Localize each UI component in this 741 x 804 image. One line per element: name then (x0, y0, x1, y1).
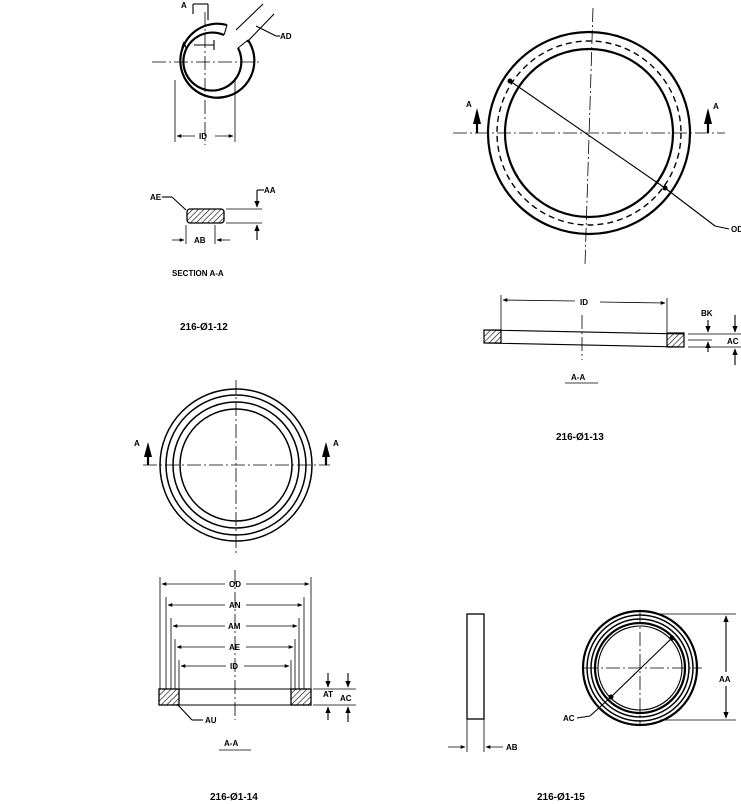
hatched-ring-section (186, 208, 225, 224)
coil-ring-view: AC AA (563, 609, 736, 727)
figure-caption: 216-Ø1-14 (210, 792, 258, 803)
label-ad: AD (280, 32, 292, 41)
section-label: A-A (571, 373, 585, 382)
label-ac: AC (727, 337, 739, 346)
label-aa: AA (264, 186, 276, 195)
label-id: ID (230, 662, 238, 671)
label-aa: AA (719, 675, 731, 684)
label-at: AT (323, 690, 333, 699)
ring-top-view: A A (134, 380, 339, 555)
figure-216-01-14: A A OD AN (134, 380, 356, 803)
label-id: ID (580, 298, 588, 307)
side-view: AB (448, 613, 518, 752)
label-a-left: A (134, 439, 140, 448)
label-a-top: A (181, 1, 187, 10)
figure-caption: 216-Ø1-12 (180, 322, 228, 333)
label-od: OD (229, 580, 241, 589)
figure-caption: 216-Ø1-13 (556, 432, 604, 443)
section-label: A-A (224, 739, 238, 748)
label-ac: AC (340, 694, 352, 703)
label-ae: AE (229, 643, 241, 652)
section-label: SECTION A-A (172, 269, 224, 278)
label-id: ID (199, 132, 207, 141)
label-a-mid: A (181, 41, 187, 50)
label-ac: AC (563, 714, 575, 723)
figure-caption: 216-Ø1-15 (537, 792, 585, 803)
figure-216-01-12: AD A A ID AE AA (150, 1, 292, 333)
section-a-a-view: OD AN AM AE ID AT AC AU A-A (158, 570, 356, 751)
label-am: AM (228, 622, 241, 631)
label-an: AN (229, 601, 241, 610)
figure-216-01-15: AB AC AA 216-Ø1-15 (448, 609, 736, 803)
label-a-right: A (713, 102, 719, 111)
section-a-a-view: AE AA AB SECTION A-A (150, 186, 276, 278)
label-ae: AE (150, 193, 162, 202)
label-od: OD (731, 225, 741, 234)
label-au: AU (205, 716, 217, 725)
section-a-a-view: ID BK AC A-A (483, 295, 741, 384)
label-a-right: A (333, 439, 339, 448)
label-ab: AB (194, 236, 206, 245)
ring-top-view: OD A A (453, 7, 741, 266)
label-a-left: A (466, 100, 472, 109)
label-bk: BK (701, 309, 713, 318)
split-ring-top-view: AD A A ID (152, 1, 292, 145)
label-ab: AB (506, 743, 518, 752)
figure-216-01-13: OD A A ID BK AC (453, 7, 741, 443)
